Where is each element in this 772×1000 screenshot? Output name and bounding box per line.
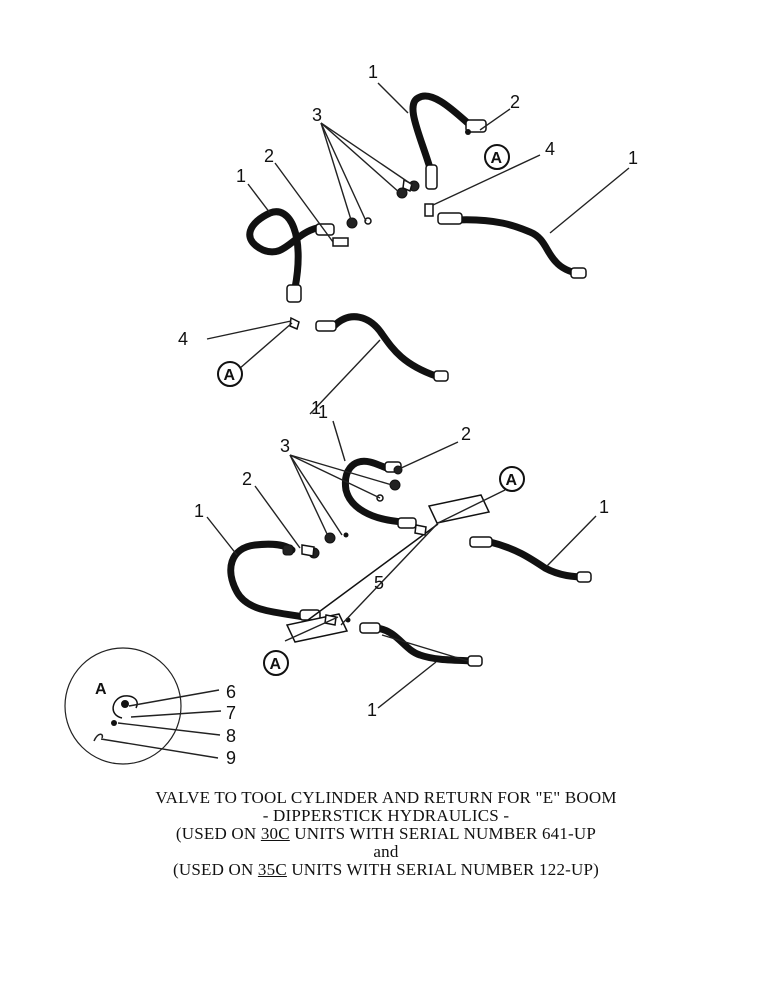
lower-bottom-hose: [372, 624, 480, 665]
callout-1-upper-far-right: 1: [628, 148, 638, 168]
upper-lower-hose: [330, 313, 440, 380]
upper-lower-hose-end-fitting: [433, 370, 449, 382]
caption-line-3-model: 30C: [260, 824, 290, 843]
reference-a-lower-right-text: A: [506, 472, 518, 489]
upper-right-hose-end-fitting: [570, 267, 587, 279]
callout-4-upper-right: 4: [545, 139, 555, 159]
callout-1-upper-bottom: 1: [311, 398, 321, 418]
caption-line-5-prefix: (USED ON: [173, 860, 258, 879]
reference-a-upper-left-text: A: [224, 367, 236, 384]
lower-bottom-hose-start-fitting: [359, 622, 381, 634]
upper-left-hose-end-fitting: [286, 284, 302, 303]
lower-fitting-e: [393, 465, 403, 475]
caption-line-5: (USED ON 35C UNITS WITH SERIAL NUMBER 12…: [90, 861, 682, 879]
callout-5-lower: 5: [374, 573, 384, 593]
upper-left-hose-top-fitting: [315, 223, 335, 236]
upper-fitting-f: [424, 203, 434, 217]
callout-9-detail: 9: [226, 748, 236, 768]
upper-center-hose: [409, 92, 474, 172]
detail-fitting-8: [111, 720, 117, 726]
lower-right-hose-start-fitting: [469, 536, 493, 548]
callout-1-lower-far-right: 1: [599, 497, 609, 517]
callout-1-upper-center: 1: [368, 62, 378, 82]
valve-block-right: [427, 494, 491, 524]
reference-a-upper-right-text: A: [491, 150, 503, 167]
callout-2-upper-left: 2: [264, 146, 274, 166]
callout-numbers: 1 2 3 2 1 4 1 4 1 1 3 2 2 1 1 5 1: [178, 62, 638, 720]
detail-view-circle: [64, 647, 182, 765]
reference-a-lower-right: [499, 466, 525, 492]
caption-line-1: VALVE TO TOOL CYLINDER AND RETURN FOR "E…: [155, 788, 617, 807]
upper-fitting-d: [364, 217, 372, 225]
lower-right-hose-end-fitting: [576, 571, 592, 583]
lead-lines: [206, 82, 630, 709]
lower-right-hose: [486, 538, 590, 581]
caption-line-5-suffix: UNITS WITH SERIAL NUMBER 122-UP): [286, 860, 599, 879]
lower-center-hose-end-fitting: [397, 517, 417, 529]
caption-line-5-model: 35C: [257, 860, 287, 879]
caption-line-4: and: [373, 842, 399, 861]
lower-fitting-f: [343, 532, 349, 538]
callout-6-detail: 6: [226, 682, 236, 702]
callout-1-upper-left: 1: [236, 166, 246, 186]
lower-fitting-h: [414, 524, 427, 536]
lower-center-hose: [341, 457, 408, 526]
upper-fitting-g: [465, 129, 471, 135]
upper-right-hose: [451, 216, 584, 278]
callout-2-lower-left: 2: [242, 469, 252, 489]
detail-fitting-6: [121, 700, 129, 708]
detail-fitting-9: [93, 733, 104, 742]
reference-a-lower-left: [263, 650, 289, 676]
callout-7-detail: 7: [226, 703, 236, 723]
upper-left-hose: [246, 208, 321, 292]
lower-bottom-hose-end-fitting: [467, 655, 483, 667]
callout-8-detail: 8: [226, 726, 236, 746]
valve-block-center: [307, 523, 439, 621]
detail-view-label: A: [95, 681, 107, 698]
callout-1-lower-left: 1: [194, 501, 204, 521]
caption-line-2: - DIPPERSTICK HYDRAULICS -: [262, 806, 510, 825]
detail-view-a: A 6 7 8 9: [64, 647, 236, 768]
callout-1-lower-bottom: 1: [367, 700, 377, 720]
lower-fitting-b: [324, 532, 336, 544]
callout-2-upper-right: 2: [510, 92, 520, 112]
caption-line-3: (USED ON 30C UNITS WITH SERIAL NUMBER 64…: [90, 825, 682, 843]
upper-right-hose-start-fitting: [437, 212, 463, 225]
lower-assembly: [227, 457, 592, 667]
caption-line-3-prefix: (USED ON: [175, 824, 261, 843]
lower-left-hose-start-fitting: [282, 544, 294, 556]
upper-center-hose-end-fitting: [425, 164, 438, 190]
upper-lower-hose-start-fitting: [315, 320, 337, 332]
lower-fitting-g: [301, 544, 315, 557]
callout-2-lower-right: 2: [461, 424, 471, 444]
upper-assembly: [246, 92, 587, 382]
reference-a-upper-right: [484, 144, 510, 170]
upper-fitting-b: [396, 187, 408, 199]
upper-fitting-e: [332, 237, 349, 247]
callout-1-lower-center: 1: [318, 402, 328, 422]
upper-fitting-h: [289, 316, 300, 331]
reference-a-markers: A A A A: [217, 144, 525, 676]
callout-4-upper-left: 4: [178, 329, 188, 349]
caption-line-3-suffix: UNITS WITH SERIAL NUMBER 641-UP: [289, 824, 597, 843]
callout-3-lower: 3: [280, 436, 290, 456]
diagram-caption: VALVE TO TOOL CYLINDER AND RETURN FOR "E…: [90, 789, 682, 879]
callout-3-upper: 3: [312, 105, 322, 125]
lower-left-hose: [227, 540, 308, 621]
reference-a-upper-left: [217, 361, 243, 387]
reference-a-lower-left-text: A: [270, 656, 282, 673]
